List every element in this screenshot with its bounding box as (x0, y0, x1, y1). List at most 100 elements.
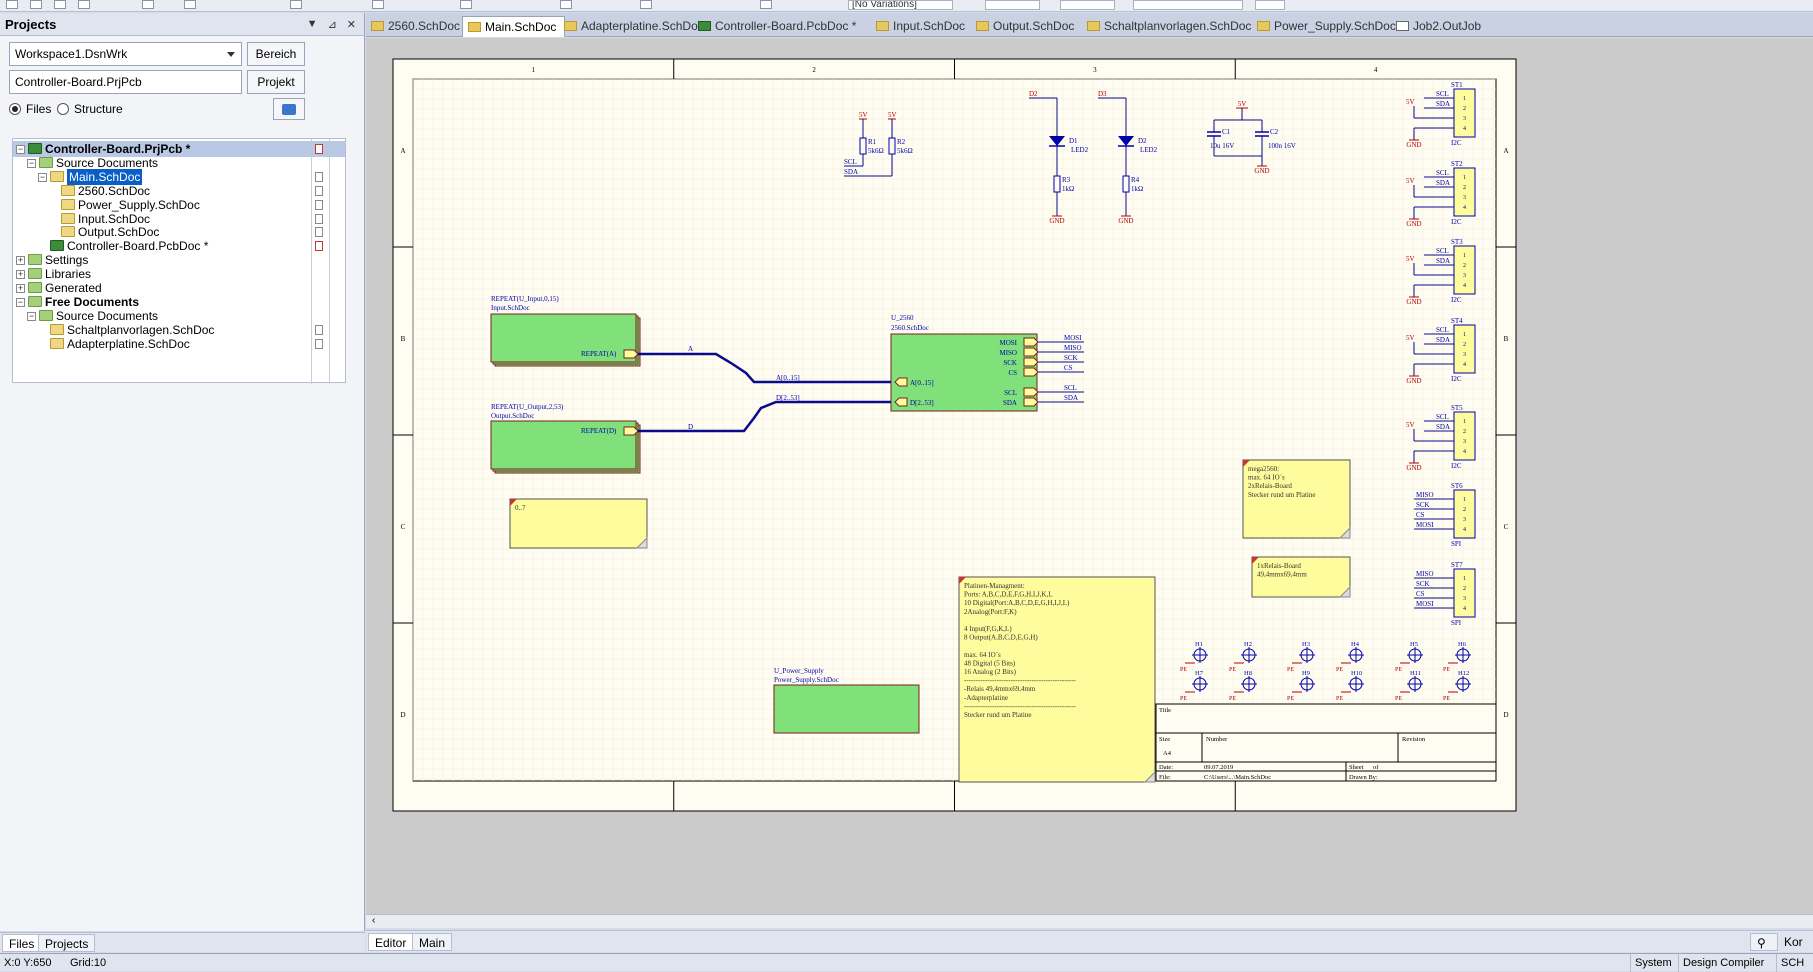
zone-row-label: D (1503, 711, 1508, 719)
doc-tab[interactable]: Controller-Board.PcbDoc * (693, 16, 864, 37)
tree-item[interactable]: Output.SchDoc (13, 224, 345, 240)
tree-item[interactable]: −Source Documents (13, 155, 345, 171)
print-icon[interactable] (78, 0, 90, 9)
document-status-icon (315, 338, 323, 349)
toolbar-combo-3[interactable] (1060, 0, 1115, 10)
doc-tab[interactable]: Job2.OutJob (1391, 16, 1489, 37)
tree-item[interactable]: −Main.SchDoc (13, 168, 345, 185)
doc-tab[interactable]: Input.SchDoc (871, 16, 973, 37)
tree-item[interactable]: Adapterplatine.SchDoc (13, 336, 345, 352)
cross-probe-icon[interactable] (460, 0, 472, 9)
note-text: 49,4mmx69,4mm (1257, 571, 1307, 579)
doc-tab[interactable]: Main.SchDoc (462, 16, 566, 37)
note-text: max. 64 IO´s (964, 651, 1001, 659)
sheet-symbol-filename: Input.SchDoc (491, 304, 530, 312)
tree-item-label: Libraries (45, 267, 92, 282)
doc-tab[interactable]: Power_Supply.SchDoc (1252, 16, 1404, 37)
variations-dropdown[interactable]: [No Variations] (848, 0, 953, 10)
kor-label: Kor (1784, 935, 1803, 949)
note-text: 48 Digital (5 Bits) (964, 659, 1016, 667)
panel-menu-icon[interactable]: ▼ (306, 17, 318, 30)
doc-tab[interactable]: Schaltplanvorlagen.SchDoc (1082, 16, 1259, 37)
expand-toggle-icon[interactable]: + (16, 283, 25, 293)
select-icon[interactable] (184, 0, 196, 9)
tree-item[interactable]: + Libraries (13, 266, 345, 282)
tree-item[interactable]: Input.SchDoc (13, 211, 345, 227)
scroll-left-icon[interactable]: ‹ (372, 915, 376, 926)
expand-toggle-icon[interactable]: − (27, 310, 36, 321)
save-icon[interactable] (54, 0, 66, 9)
toolbar-combo-2[interactable] (985, 0, 1040, 10)
tab-main[interactable]: Main (412, 933, 453, 951)
expand-toggle-icon[interactable]: − (16, 296, 25, 307)
netlabel-icon[interactable] (760, 0, 772, 9)
status-design-compiler[interactable]: Design Compiler (1678, 954, 1768, 972)
note-small-fold (635, 536, 648, 549)
zone-row-label: A (1503, 147, 1508, 155)
connector-body (1453, 88, 1476, 138)
expand-toggle-icon[interactable]: − (27, 157, 36, 168)
expand-toggle-icon[interactable]: + (16, 255, 25, 266)
tree-item[interactable]: +Generated (13, 280, 345, 296)
tree-item[interactable]: −Free Documents (13, 294, 345, 310)
power-label: 5V (859, 111, 868, 119)
new-icon[interactable] (6, 0, 18, 9)
note-platinen (958, 576, 1156, 783)
expand-toggle-icon[interactable]: − (16, 144, 25, 154)
zoom-icon[interactable] (142, 0, 154, 9)
workspace-button[interactable]: Bereich (247, 42, 305, 66)
tab-editor[interactable]: Editor (368, 933, 414, 951)
document-status-icon (315, 324, 323, 335)
radio-files[interactable]: Files (9, 102, 51, 116)
tree-item[interactable]: Controller-Board.PcbDoc * (13, 238, 345, 254)
doc-tab[interactable]: Adapterplatine.SchDoc (559, 16, 712, 37)
tree-item[interactable]: +Settings (13, 252, 345, 268)
tab-files[interactable]: Files (2, 934, 42, 952)
tree-item-label: Controller-Board.PcbDoc * (67, 239, 209, 254)
tree-item[interactable]: −Source Documents (13, 308, 345, 324)
close-icon[interactable]: ✕ (346, 18, 356, 31)
pin-icon[interactable]: ⊿ (327, 18, 337, 31)
document-status-icon (315, 213, 323, 224)
expand-toggle-icon[interactable]: + (16, 269, 25, 280)
move-icon[interactable] (290, 0, 302, 9)
expand-toggle-icon[interactable]: − (38, 171, 47, 182)
status-sch[interactable]: SCH (1776, 954, 1808, 972)
filter-button[interactable]: ⚲ (1750, 933, 1778, 951)
doc-tab[interactable]: 2560.SchDoc (366, 16, 468, 37)
wire-icon[interactable] (560, 0, 572, 9)
net-label-bus: A (688, 345, 693, 353)
power-label: 5V (888, 111, 897, 119)
tree-item[interactable]: Schaltplanvorlagen.SchDoc (13, 322, 345, 338)
project-button[interactable]: Projekt (247, 70, 305, 94)
radio-structure[interactable]: Structure (57, 102, 123, 116)
connector-pin-label: GND (1406, 377, 1421, 385)
project-options-button[interactable] (273, 98, 305, 120)
folder-icon (28, 268, 42, 280)
project-field[interactable]: Controller-Board.PrjPcb (9, 70, 242, 94)
sheet-entry-label: REPEAT(D) (581, 427, 617, 435)
horizontal-scrollbar[interactable]: ‹ (366, 914, 1813, 928)
undo-icon[interactable] (372, 0, 384, 9)
mounting-hole-label: H9 (1302, 670, 1310, 677)
zone-column-label: 4 (1374, 66, 1378, 74)
tree-item[interactable]: Power_Supply.SchDoc (13, 197, 345, 213)
workspace-dropdown[interactable]: Workspace1.DsnWrk (9, 42, 242, 66)
status-system[interactable]: System (1630, 954, 1676, 972)
tree-item[interactable]: 2560.SchDoc (13, 183, 345, 199)
connector-pin-number: 4 (1463, 283, 1466, 289)
tree-item-label: Input.SchDoc (78, 211, 151, 226)
toolbar-combo-5[interactable] (1255, 0, 1285, 10)
title-block-date-value: 09.07.2019 (1204, 764, 1233, 771)
toolbar-combo-4[interactable] (1133, 0, 1243, 10)
tree-item[interactable]: −Controller-Board.PrjPcb * (13, 141, 345, 157)
tab-projects[interactable]: Projects (38, 934, 96, 952)
connector-designator: ST3 (1451, 238, 1463, 246)
pe-label: PE (1443, 667, 1450, 673)
open-icon[interactable] (30, 0, 42, 9)
bus-icon[interactable] (640, 0, 652, 9)
net-label: MISO (1064, 344, 1082, 352)
doc-tab[interactable]: Output.SchDoc (971, 16, 1082, 37)
